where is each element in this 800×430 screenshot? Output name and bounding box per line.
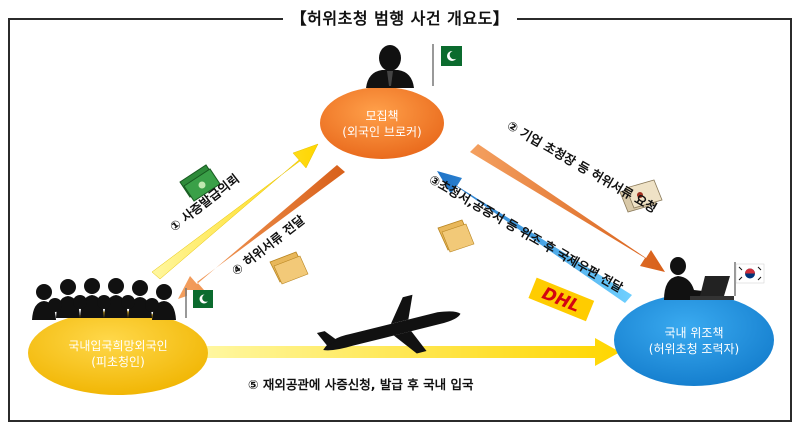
node-broker [320, 87, 444, 159]
arrow-step-5 [205, 338, 620, 366]
arrow-step-2 [470, 144, 665, 272]
step-2-label: ② 기업 초청장 등 허위서류 요청 [505, 118, 660, 216]
document-icon [619, 179, 663, 213]
pakistan-flag-icon [432, 44, 462, 86]
node-broker-line1: 모집책 [365, 108, 398, 123]
arrow-step-1 [151, 143, 319, 280]
diagram-title: 【허위초청 범행 사건 개요도】 [282, 9, 518, 28]
airplane-icon [316, 294, 461, 354]
crowd-icon [32, 278, 176, 320]
node-forger [614, 294, 774, 386]
pakistan-flag-icon [185, 288, 213, 318]
node-broker-line2: (외국인 브로커) [342, 125, 421, 139]
person-icon [366, 45, 414, 88]
arrow-step-3 [437, 171, 632, 303]
node-applicant [28, 311, 208, 395]
node-applicant-line2: (피초청인) [91, 355, 145, 369]
arrow-step-4 [178, 165, 345, 299]
node-applicant-line1: 국내입국희망외국인 [68, 339, 167, 353]
money-icon [179, 164, 221, 202]
laptop-user-icon [664, 257, 734, 300]
step-5-label: ⑤ 재외공관에 사증신청, 발급 후 국내 입국 [248, 377, 474, 392]
document-icon [269, 251, 309, 285]
document-icon [437, 219, 475, 253]
dhl-logo: DHL [528, 277, 595, 322]
node-forger-line2: (허위초청 조력자) [649, 342, 739, 356]
dhl-logo-text: DHL [539, 284, 583, 317]
korea-flag-icon [734, 262, 765, 296]
node-forger-line1: 국내 위조책 [664, 325, 723, 340]
diagram-title-wrap: 【허위초청 범행 사건 개요도】 [0, 5, 800, 29]
